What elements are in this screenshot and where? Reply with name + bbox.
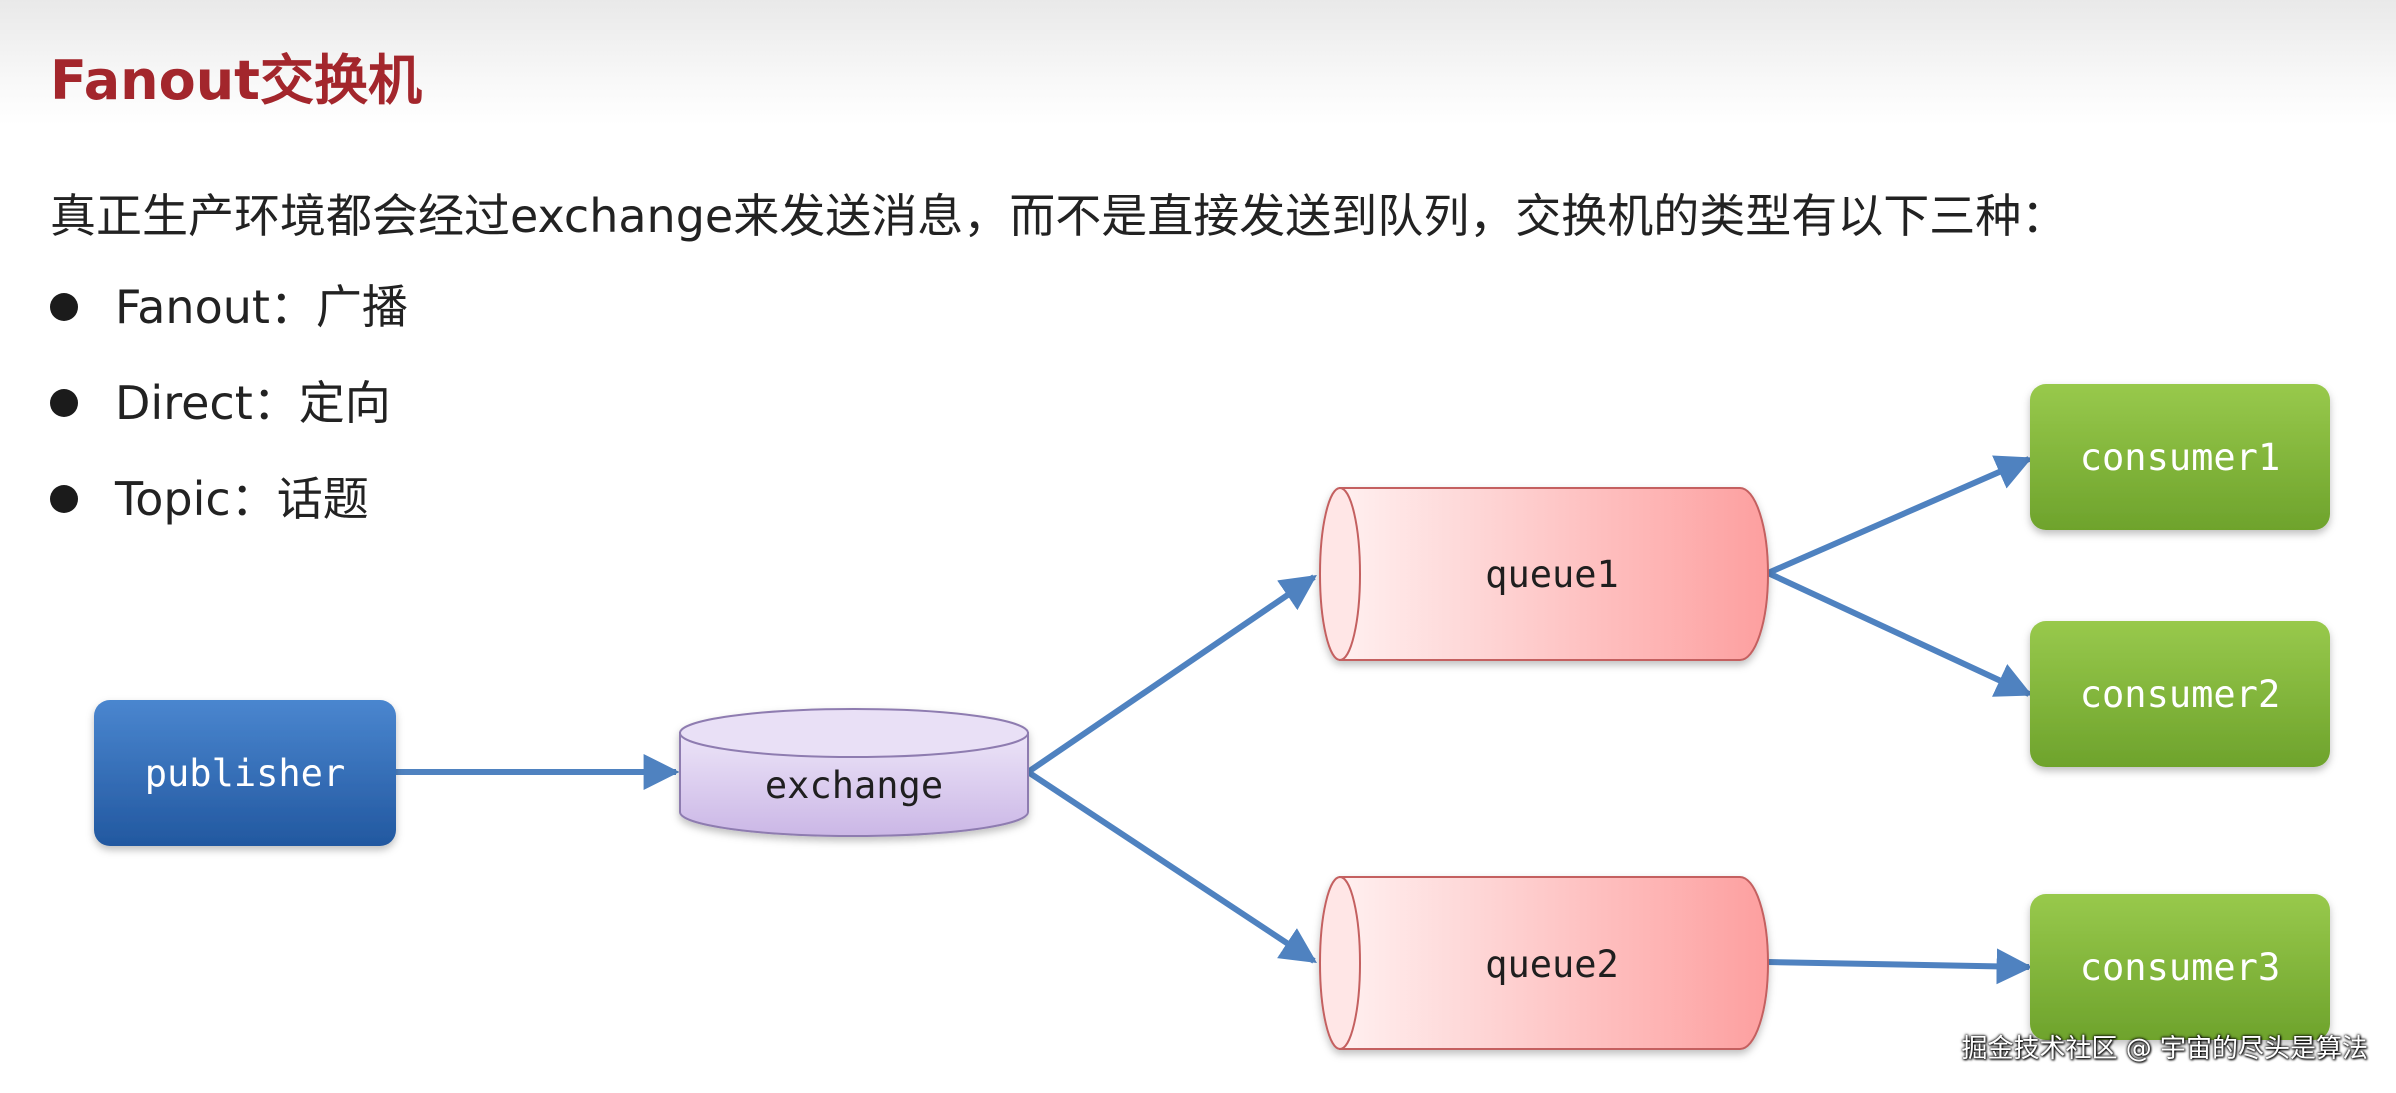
edge-group <box>396 455 2033 985</box>
list-item-topic: Topic：话题 <box>50 467 408 563</box>
queue1-label: queue1 <box>1485 553 1619 596</box>
bullet-icon <box>50 293 78 321</box>
list-item-label: Fanout：广播 <box>115 280 408 334</box>
consumer1-node <box>2030 384 2330 530</box>
list-item-direct: Direct：定向 <box>50 371 408 467</box>
edge-queue1-consumer1 <box>1766 455 2033 576</box>
publisher-node <box>94 700 396 846</box>
edge-queue2-consumer3 <box>1767 948 2033 985</box>
exchange-label: exchange <box>765 764 943 807</box>
consumer1-label: consumer1 <box>2080 436 2280 479</box>
exchange-node <box>679 708 1029 837</box>
consumer2-node <box>2030 621 2330 767</box>
queue2-label: queue2 <box>1485 943 1619 986</box>
title-band <box>0 0 2396 125</box>
edge-exchange-queue2 <box>1026 769 1318 964</box>
intro-text: 真正生产环境都会经过exchange来发送消息，而不是直接发送到队列，交换机的类… <box>50 189 2068 243</box>
list-item-label: Direct：定向 <box>115 376 391 430</box>
exchange-type-list: Fanout：广播 Direct：定向 Topic：话题 <box>50 275 408 563</box>
list-item-fanout: Fanout：广播 <box>50 275 408 371</box>
queue1-node <box>1319 487 1769 661</box>
edge-exchange-queue1 <box>1026 574 1317 775</box>
consumer3-label: consumer3 <box>2080 946 2280 989</box>
bullet-icon <box>50 485 78 513</box>
bullet-icon <box>50 389 78 417</box>
queue2-node <box>1319 876 1769 1050</box>
publisher-label: publisher <box>145 752 345 795</box>
watermark-text: 掘金技术社区 @ 宇宙的尽头是算法 <box>1961 1034 2368 1064</box>
consumer2-label: consumer2 <box>2080 673 2280 716</box>
consumer3-node <box>2030 894 2330 1040</box>
edge-queue1-consumer2 <box>1766 570 2033 697</box>
slide-title: Fanout交换机 <box>50 49 422 112</box>
list-item-label: Topic：话题 <box>115 472 369 526</box>
